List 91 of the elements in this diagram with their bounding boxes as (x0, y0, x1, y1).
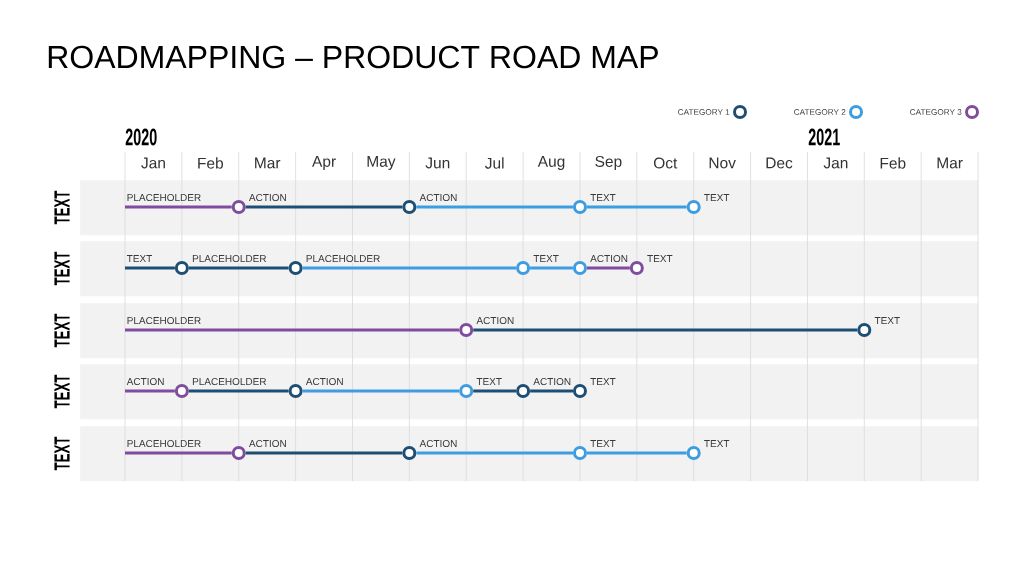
edge-label: PLACEHOLDER (191, 254, 268, 264)
edge-label: ACTION (589, 254, 629, 264)
legend-label: CATEGORY 2 (794, 109, 846, 115)
milestone-ring (516, 384, 531, 398)
month-label: Jan (823, 157, 848, 169)
milestone-ring (231, 200, 246, 214)
month-label: Mar (937, 157, 963, 169)
timeline-segment (245, 451, 403, 455)
month-label: May (367, 156, 396, 170)
timeline-segment (530, 266, 573, 270)
month-label: Feb (880, 157, 906, 169)
milestone-ring (572, 200, 587, 214)
milestone-ring (288, 384, 303, 398)
milestone-label: TEXT (873, 316, 902, 325)
timeline-segment (302, 266, 517, 270)
edge-label: PLACEHOLDER (304, 254, 382, 264)
timeline-segment (586, 266, 630, 270)
legend-label: CATEGORY 3 (910, 109, 962, 115)
timeline-segment (245, 205, 403, 209)
year-label: 2021 (808, 128, 840, 146)
edge-label: ACTION (304, 377, 345, 387)
edge-label: PLACEHOLDER (125, 439, 203, 449)
timeline-segment (530, 389, 573, 393)
milestone-label: TEXT (646, 254, 674, 263)
milestone-ring (174, 384, 189, 398)
month-label: Feb (198, 157, 223, 169)
timeline-segment (125, 328, 460, 332)
milestone-label: TEXT (589, 377, 617, 386)
row-label: TEXT (54, 190, 70, 225)
row-label: TEXT (54, 251, 70, 286)
milestone-ring (572, 446, 587, 460)
timeline-segment (473, 328, 858, 332)
milestone-ring (686, 200, 701, 214)
timeline-segment (125, 451, 232, 455)
edge-label: ACTION (532, 377, 573, 387)
month-label: Dec (766, 157, 793, 169)
milestone-ring (459, 323, 474, 337)
year-label: 2020 (125, 128, 157, 146)
row-label: TEXT (54, 313, 70, 348)
edge-label: ACTION (475, 316, 516, 326)
timeline-segment (416, 451, 573, 455)
edge-label: ACTION (418, 193, 459, 203)
timeline-segment (302, 389, 460, 393)
month-label: Oct (653, 157, 678, 169)
milestone-ring (686, 446, 701, 460)
timeline-segment (473, 389, 517, 393)
timeline-segment (586, 451, 687, 455)
milestone-ring (629, 261, 644, 275)
edge-label: PLACEHOLDER (125, 316, 203, 326)
milestone-ring (231, 446, 246, 460)
timeline-segment (586, 205, 687, 209)
timeline-segment (188, 389, 289, 393)
edge-label: TEXT (532, 254, 560, 263)
edge-label: PLACEHOLDER (191, 377, 268, 387)
timeline-segment (416, 205, 573, 209)
edge-label: ACTION (247, 439, 288, 449)
milestone-label: TEXT (702, 439, 731, 448)
milestone-ring (402, 200, 417, 214)
legend-label: CATEGORY 1 (678, 109, 730, 115)
milestone-label: TEXT (702, 193, 731, 202)
edge-label: ACTION (418, 439, 459, 449)
milestone-ring (572, 261, 587, 275)
month-label: Mar (255, 157, 281, 169)
edge-label: TEXT (589, 193, 617, 202)
milestone-ring (572, 384, 587, 398)
month-label: Jun (425, 157, 450, 169)
title: ROADMAPPING – PRODUCT ROAD MAP (48, 45, 658, 69)
month-label: Nov (709, 157, 736, 169)
month-label: Jan (141, 157, 165, 169)
month-label: Apr (312, 156, 336, 170)
row-label: TEXT (54, 374, 70, 409)
milestone-ring (288, 261, 303, 275)
timeline-segment (125, 389, 175, 393)
edge-label: TEXT (589, 439, 617, 448)
timeline-segment (188, 266, 289, 270)
month-label: Sep (595, 156, 622, 170)
edge-label: TEXT (475, 377, 503, 386)
edge-label: TEXT (125, 254, 154, 263)
timeline-segment (125, 266, 175, 270)
month-label: Aug (537, 156, 565, 170)
milestone-ring (402, 446, 417, 460)
milestone-ring (516, 261, 531, 275)
edge-label: PLACEHOLDER (125, 193, 203, 203)
month-label: Jul (485, 157, 504, 169)
milestone-ring (857, 323, 872, 337)
timeline-segment (125, 205, 232, 209)
milestone-ring (174, 261, 189, 275)
milestone-ring (459, 384, 474, 398)
row-label: TEXT (54, 436, 70, 471)
edge-label: ACTION (247, 193, 288, 203)
edge-label: ACTION (125, 377, 166, 387)
